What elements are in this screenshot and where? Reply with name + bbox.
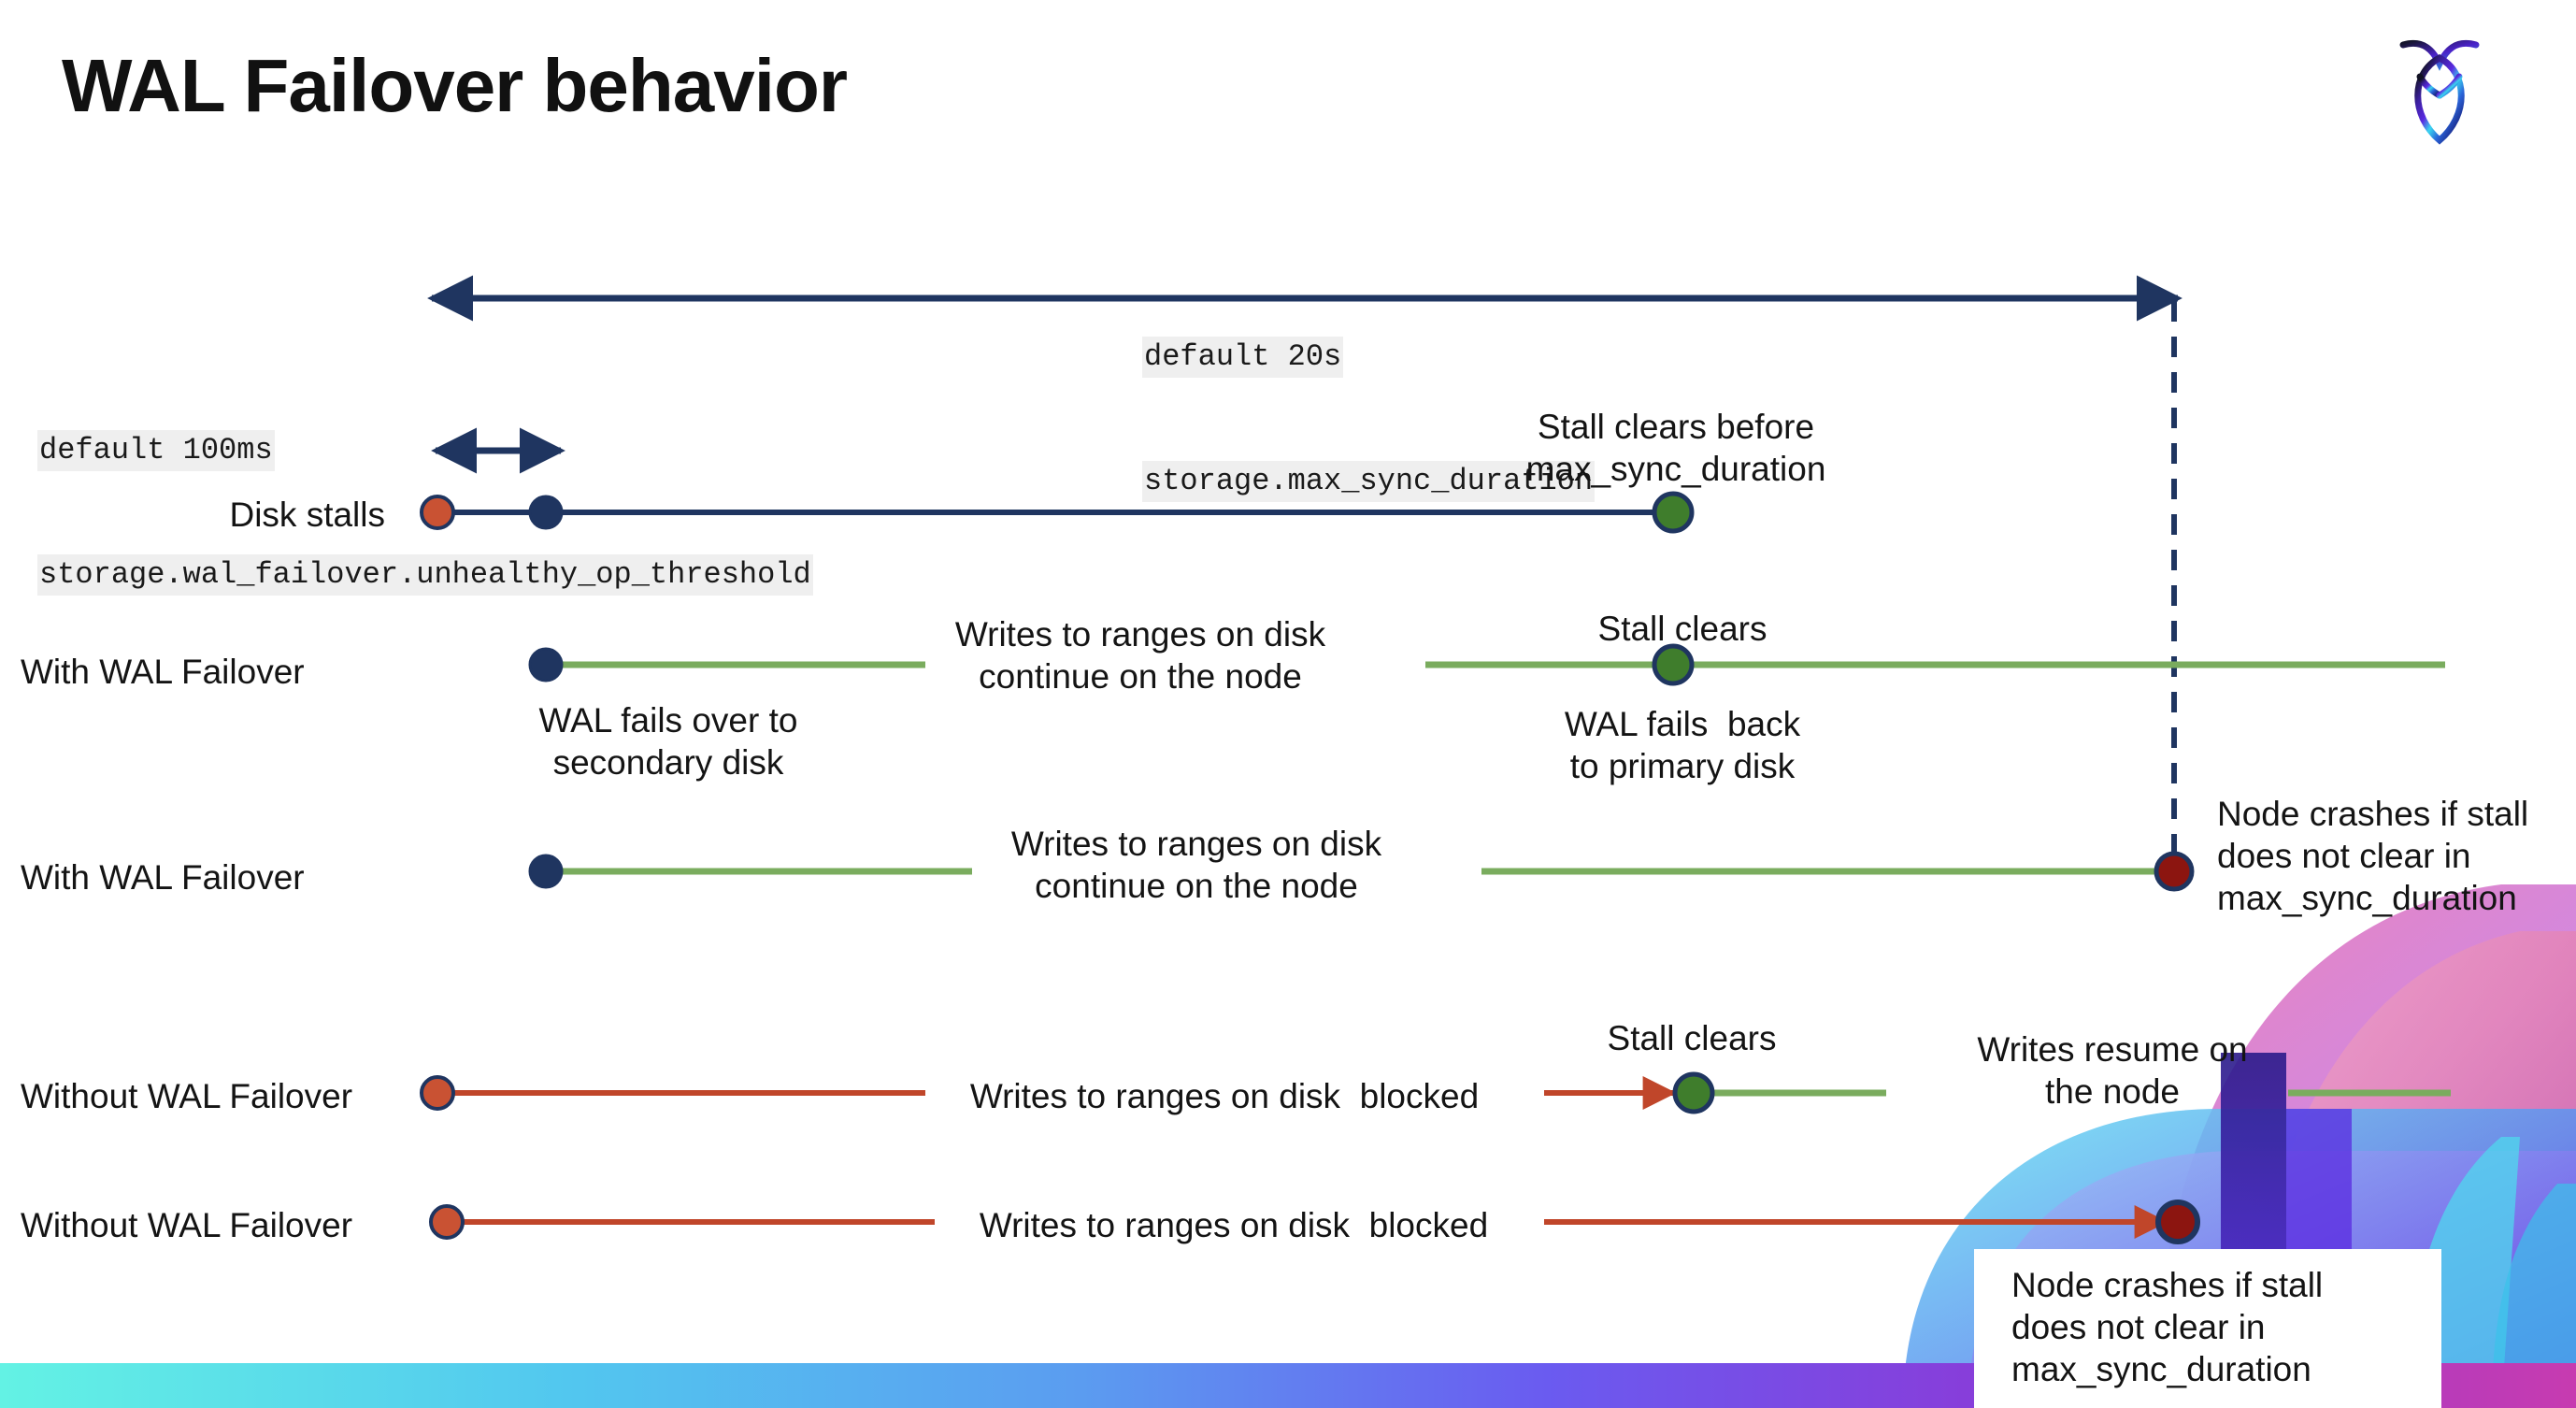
row-label-with-wal-failover-crash: With WAL Failover	[21, 858, 305, 897]
crash-dot	[2155, 1200, 2200, 1244]
annotation-stall-clears-before-max-sync: Stall clears before max_sync_duration	[1525, 408, 1826, 489]
annotation-writes-resume: Writes resume on the node	[1977, 1030, 2248, 1112]
annotation-stall-clears-row2: Stall clears	[1597, 610, 1767, 648]
max-sync-default-text: default 20s	[1142, 337, 1344, 379]
unhealthy-default-text: default 100ms	[37, 430, 275, 472]
stall-start-dot	[429, 1204, 465, 1240]
max-sync-name-text: storage.max_sync_duration	[1142, 460, 1596, 502]
callout-node-crashes-box: Node crashes if stall does not clear in …	[1974, 1249, 2441, 1408]
annotation-wal-fails-back: WAL fails back to primary disk	[1564, 705, 1801, 786]
failover-dot	[528, 495, 564, 530]
page-title: WAL Failover behavior	[62, 44, 848, 127]
row-label-with-wal-failover-clears: With WAL Failover	[21, 653, 305, 691]
unhealthy-name-text: storage.wal_failover.unhealthy_op_thresh…	[37, 553, 813, 596]
annotation-writes-continue-clears: Writes to ranges on disk continue on the…	[954, 615, 1326, 697]
failover-dot	[528, 854, 564, 889]
cockroachdb-logo-icon	[2388, 26, 2491, 148]
annotation-writes-blocked-row4: Writes to ranges on disk blocked	[969, 1077, 1480, 1115]
crash-dot	[2154, 851, 2195, 892]
row-label-without-wal-failover-crash: Without WAL Failover	[21, 1206, 353, 1244]
stall-clear-dot	[1652, 643, 1695, 686]
stall-clear-dot	[1652, 491, 1695, 534]
annotation-node-crashes-row5: Node crashes if stall does not clear in …	[2011, 1266, 2324, 1389]
failover-dot	[528, 647, 564, 682]
row-label-disk-stalls: Disk stalls	[229, 496, 385, 534]
annotation-node-crashes-row3: Node crashes if stall does not clear in …	[2217, 795, 2529, 918]
row-label-without-wal-failover-clears: Without WAL Failover	[21, 1077, 353, 1115]
annotation-stall-clears-row4: Stall clears	[1607, 1019, 1777, 1057]
unhealthy-op-threshold-setting: default 100ms storage.wal_failover.unhea…	[37, 348, 813, 678]
stall-clear-dot	[1672, 1071, 1715, 1114]
stall-start-dot	[420, 495, 455, 530]
max-sync-duration-setting: default 20s storage.max_sync_duration	[1142, 254, 1596, 584]
annotation-writes-continue-crash: Writes to ranges on disk continue on the…	[1010, 825, 1382, 906]
annotation-wal-fails-over: WAL fails over to secondary disk	[538, 701, 798, 783]
stall-start-dot	[420, 1075, 455, 1111]
annotation-writes-blocked-row5: Writes to ranges on disk blocked	[979, 1206, 1489, 1244]
